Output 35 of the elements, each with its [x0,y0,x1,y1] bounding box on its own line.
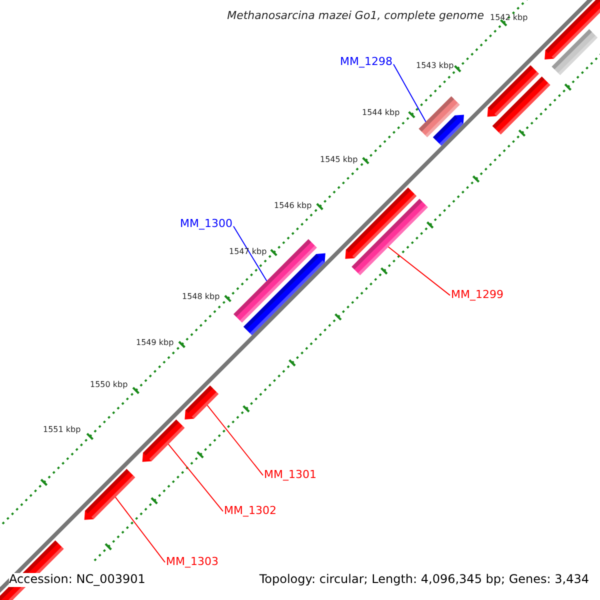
gene-block [487,65,539,117]
gene-block [418,96,460,138]
tick-label: 1551 kbp [43,425,81,434]
leader-line [168,444,224,512]
gene-block [352,198,428,276]
leader-line [114,496,166,563]
gene-label: MM_1301 [264,469,316,482]
leader-line [206,404,264,476]
tick-label: 1542 kbp [490,13,528,22]
tick-label: 1546 kbp [274,201,312,210]
gene-label: MM_1302 [224,505,276,518]
leader-line [393,64,426,122]
gene-label: MM_1300 [180,218,232,231]
gene-block [84,468,136,520]
tick-label: 1547 kbp [229,247,267,256]
tick-label: 1550 kbp [90,380,128,390]
gene-label: MM_1303 [166,556,218,569]
gene-label: MM_1298 [340,56,392,69]
gene-block [492,76,550,134]
leader-line [233,226,268,282]
gene-block [544,0,600,60]
title: Methanosarcina mazei Go1, complete genome [227,10,484,23]
tick-label: 1549 kbp [136,338,174,348]
genome-info-text: Topology: circular; Length: 4,096,345 bp; Genes: 3,434 [259,573,589,587]
gene-block [432,114,464,146]
gene-block [552,29,598,76]
gene-block [142,420,185,462]
tick-label: 1545 kbp [320,155,358,164]
accession-text: Accession: NC_003901 [9,573,146,587]
gene-label: MM_1299 [451,289,504,302]
gene-block [184,386,219,420]
tick-label: 1544 kbp [362,108,400,118]
gene-block [345,188,417,259]
tick-label: 1543 kbp [416,61,454,70]
tick-label: 1548 kbp [182,292,220,302]
